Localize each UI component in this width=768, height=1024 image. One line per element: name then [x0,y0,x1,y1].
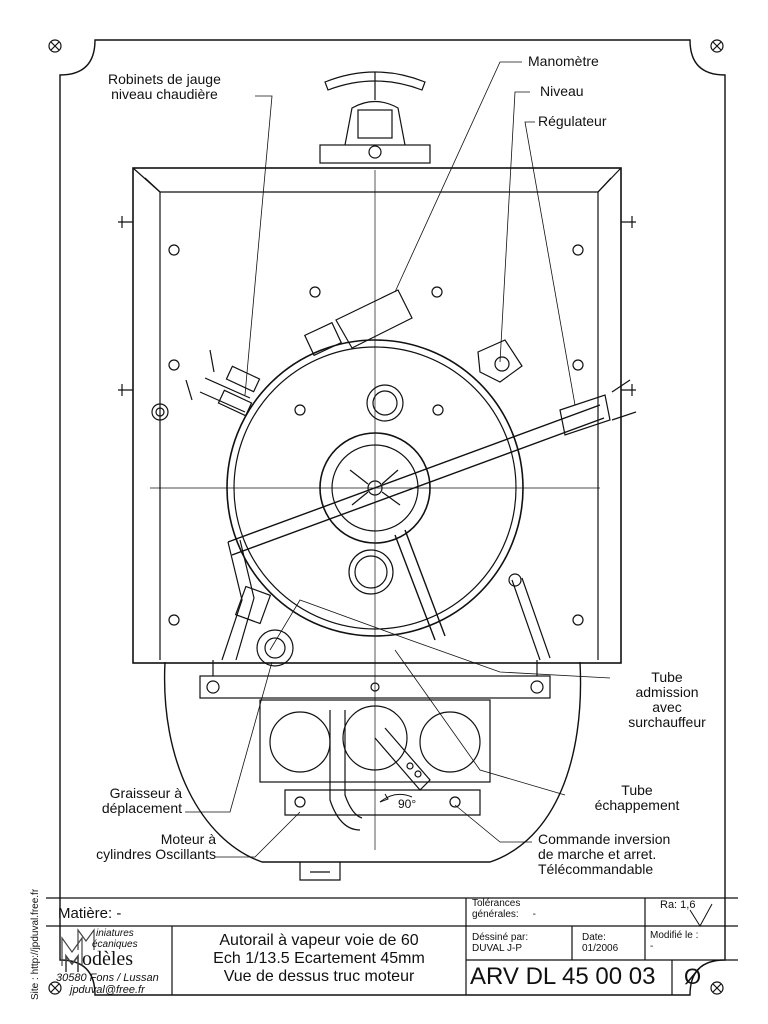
lifting-bracket [344,100,406,146]
dome [366,384,404,422]
cross-bar [199,675,551,699]
label-manometre: Manomètre [528,53,599,69]
diameter-symbol: Ø [684,964,702,989]
modifie-field: Modifié le :- [650,930,699,952]
frame-holes [151,244,584,626]
tolerances-label: Tolérances générales: - [472,898,536,920]
admission-tube [227,404,605,556]
manometer-body [335,289,413,349]
boiler [226,339,524,637]
cylinder-left [269,711,331,773]
label-angle: 90° [398,797,417,811]
sheet-border [59,39,726,996]
level-fitting [477,339,523,383]
date-field: Date:01/2006 [582,932,619,954]
logo-line2: écaniques [92,939,138,950]
title-block-grid [46,897,738,995]
gauge-cocks [185,349,261,417]
dessine-par: Déssiné par:DUVAL J-P [472,932,529,954]
central-wheel [319,432,431,544]
logo-line3: odèles [82,948,134,970]
main-frame [132,167,622,664]
drawing-number: ARV DL 45 00 03 [470,963,656,990]
side-website: Site : http://jpduval.free.fr [30,888,41,1000]
label-niveau: Niveau [540,83,584,99]
cylinder-right [419,711,481,773]
corner-screw-icons [48,39,724,995]
lubricator [256,629,294,667]
logo-address: 30580 Fons / Lussan [56,972,159,984]
matiere-label: Matière: - [58,905,122,922]
motor-block [259,699,491,783]
logo-line1: iniatures [96,928,134,939]
leader-lines [185,61,611,858]
side-pegs [118,216,636,396]
handle-arc [324,71,426,91]
drawing-title: Autorail à vapeur voie de 60 Ech 1/13.5 … [213,932,425,985]
chimney-base [348,549,394,595]
bogie-lower-body [163,661,582,863]
ra-label: Ra: 1,6 [660,899,696,911]
logo-email: jpduval@free.fr [70,984,145,996]
label-regulateur: Régulateur [538,113,607,129]
exhaust-tube [394,529,446,641]
mmm-logo: iniatures écaniques odèles 30580 Fons / … [56,928,172,998]
motor-mount [284,789,481,816]
centre-lines [150,170,600,850]
